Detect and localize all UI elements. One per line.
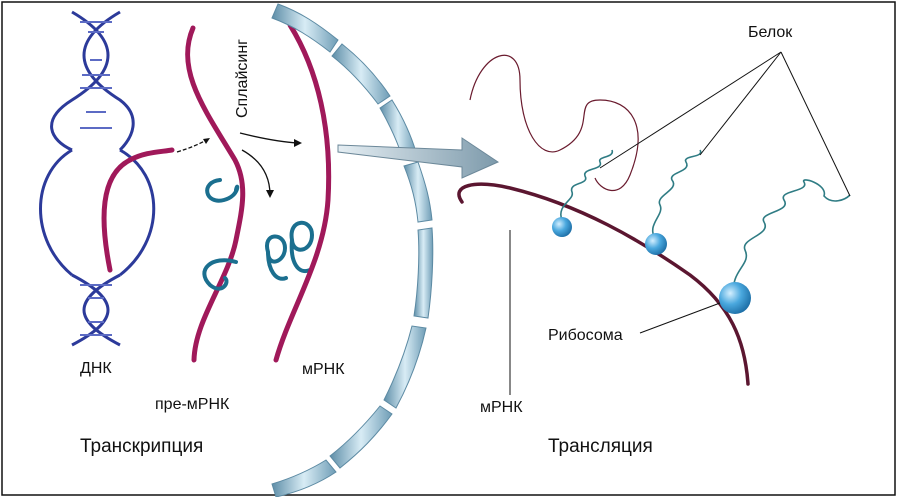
ribosome-3 bbox=[719, 282, 751, 314]
protein-coils bbox=[560, 149, 851, 296]
ribosome-2 bbox=[645, 233, 667, 255]
nascent-rna-strand bbox=[101, 147, 175, 273]
pre-mrna-label: пре-мРНК bbox=[155, 396, 230, 413]
ribosome-pointer bbox=[639, 302, 721, 334]
protein-label: Белок bbox=[748, 24, 793, 41]
splicing-arrowhead bbox=[294, 139, 302, 147]
splicing-label: Сплайсинг bbox=[234, 39, 251, 118]
mrna-left-label: мРНК bbox=[302, 361, 345, 378]
pre-mrna bbox=[185, 25, 246, 363]
intron-removal-arrow bbox=[241, 149, 271, 196]
excised-introns bbox=[265, 220, 315, 281]
protein-leader-lines bbox=[599, 51, 851, 197]
transcription-label: Транскрипция bbox=[80, 436, 203, 457]
transcription-arrowhead bbox=[203, 138, 210, 144]
mrna-right-label: мРНК bbox=[480, 399, 523, 416]
intron-removal-arrowhead bbox=[266, 190, 274, 198]
nuclear-membrane bbox=[271, 3, 434, 497]
export-arrow bbox=[337, 137, 500, 179]
dna-label: ДНК bbox=[80, 360, 112, 377]
translation-label: Трансляция bbox=[548, 436, 653, 457]
splicing-arrow bbox=[239, 132, 299, 144]
ribosome-1 bbox=[552, 217, 572, 237]
mature-mrna bbox=[273, 22, 332, 363]
free-protein-chain bbox=[469, 54, 639, 191]
translation-mrna bbox=[457, 182, 750, 386]
ribosome-label: Рибосома bbox=[548, 327, 623, 344]
dna-helix bbox=[39, 10, 156, 347]
